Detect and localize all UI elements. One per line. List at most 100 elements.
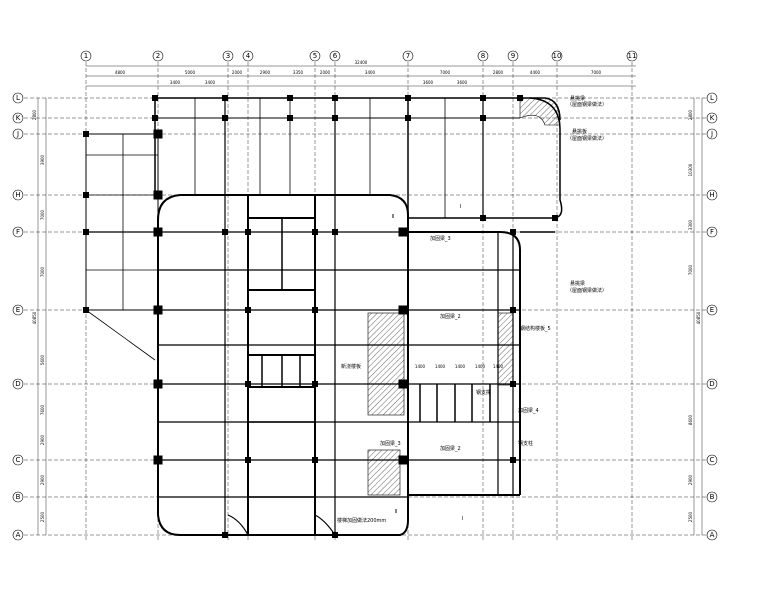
label-cantb: （屋面钢梁做法） xyxy=(567,287,607,294)
hatch-new-slab xyxy=(367,312,405,416)
column-square xyxy=(405,115,411,121)
grid-label-row: F xyxy=(16,228,20,236)
grid-label-column: 6 xyxy=(333,52,338,60)
grid-bubble-row xyxy=(706,112,718,124)
dim-left: 2900 xyxy=(40,434,45,445)
grid-bubble-row xyxy=(12,226,24,238)
label-cant: 悬挑梁 xyxy=(570,280,585,287)
grid-bubble-row xyxy=(12,189,24,201)
dim-right: 2900 xyxy=(688,474,693,485)
dim-top2: 3600 xyxy=(423,80,434,85)
column-square xyxy=(510,457,516,463)
grid-label-column: 9 xyxy=(511,52,515,60)
grid-label-row: H xyxy=(709,191,714,199)
dim-top: 7000 xyxy=(591,70,602,75)
grid-bubble-column xyxy=(222,50,234,62)
dimension-lines xyxy=(37,65,703,535)
column-square xyxy=(245,229,251,235)
dim-right-total: 40850 xyxy=(696,311,701,324)
label-beam1: 加固梁_3 xyxy=(430,235,451,242)
section-mark: Ⅱ xyxy=(395,509,397,515)
dim-top: 2800 xyxy=(493,70,504,75)
dim-right: 10300 xyxy=(688,163,693,176)
column-square xyxy=(222,229,228,235)
column-square xyxy=(83,229,89,235)
grid-bubble-row xyxy=(12,112,24,124)
grid-label-row: E xyxy=(710,306,714,314)
grid-bubble-column xyxy=(551,50,563,62)
grid-bubble-row xyxy=(706,189,718,201)
grid-bubble-column xyxy=(242,50,254,62)
dim-right: 8600 xyxy=(688,414,693,425)
dim-top: 2000 xyxy=(232,70,243,75)
label-steel: 钢结构楼板_5 xyxy=(520,325,551,332)
column-square xyxy=(312,457,318,463)
grid-label-row: C xyxy=(16,456,21,464)
grid-label-column: 2 xyxy=(156,52,160,60)
column-square xyxy=(222,532,228,538)
dim-left: 2500 xyxy=(40,511,45,522)
dim-bay: 1400 xyxy=(475,364,486,369)
dim-top: 4400 xyxy=(530,70,541,75)
column-square xyxy=(405,95,411,101)
column-square xyxy=(152,95,158,101)
grid-bubble-row xyxy=(706,304,718,316)
grid-label-column: 5 xyxy=(313,52,317,60)
column-square xyxy=(332,532,338,538)
grid-bubble-column xyxy=(402,50,414,62)
section-mark: Ⅱ xyxy=(392,214,394,220)
grid-label-column: 8 xyxy=(481,52,485,60)
column-square xyxy=(510,307,516,313)
label-stair: 楼梯加固做法200mm xyxy=(337,517,386,524)
grid-bubble-row xyxy=(706,491,718,503)
hatch-stair xyxy=(367,449,401,496)
grid-label-row: H xyxy=(15,191,20,199)
grid-label-column: 10 xyxy=(553,52,562,60)
section-mark: Ⅰ xyxy=(462,516,463,522)
grid-label-column: 11 xyxy=(628,52,637,60)
column-square xyxy=(517,95,523,101)
dim-bay: 1400 xyxy=(455,364,466,369)
column-square xyxy=(153,227,163,237)
grid-label-row: A xyxy=(16,531,21,539)
column-square xyxy=(245,381,251,387)
grid-label-row: D xyxy=(15,380,20,388)
hatch-cantilever xyxy=(519,97,561,126)
dim-top: 2900 xyxy=(260,70,271,75)
column-square xyxy=(312,381,318,387)
column-square xyxy=(480,95,486,101)
label-column: 钢支柱 xyxy=(518,440,533,447)
column-square xyxy=(153,190,163,200)
dim-left: 5600 xyxy=(40,354,45,365)
column-square xyxy=(152,115,158,121)
label-tr2b: （屋面钢梁做法） xyxy=(567,135,607,142)
column-square xyxy=(332,229,338,235)
grid-bubble-column xyxy=(309,50,321,62)
column-square xyxy=(480,215,486,221)
column-square xyxy=(83,307,89,313)
grid-label-column: 3 xyxy=(226,52,230,60)
building-structure xyxy=(85,97,563,536)
grid-bubble-column xyxy=(477,50,489,62)
column-square xyxy=(153,129,163,139)
hatch-steel xyxy=(497,312,514,386)
column-square xyxy=(332,115,338,121)
grid-bubble-row xyxy=(12,491,24,503)
column-square xyxy=(287,115,293,121)
grid-bubble-row xyxy=(12,378,24,390)
grid-label-row: B xyxy=(710,493,715,501)
dim-left: 2900 xyxy=(40,474,45,485)
grid-bubble-column xyxy=(80,50,92,62)
dim-left: 3900 xyxy=(40,154,45,165)
grid-bubble-row xyxy=(12,304,24,316)
grid-bubble-row xyxy=(706,378,718,390)
dim-top: 5000 xyxy=(185,70,196,75)
column-square xyxy=(552,215,558,221)
grid-bubble-row xyxy=(706,92,718,104)
grid-label-row: L xyxy=(16,94,20,102)
column-square xyxy=(83,192,89,198)
grid-bubble-row xyxy=(12,92,24,104)
grid-label-row: F xyxy=(710,228,714,236)
dimension-texts: 32400 4800 5000 2000 2900 3350 2000 3400… xyxy=(32,60,701,522)
